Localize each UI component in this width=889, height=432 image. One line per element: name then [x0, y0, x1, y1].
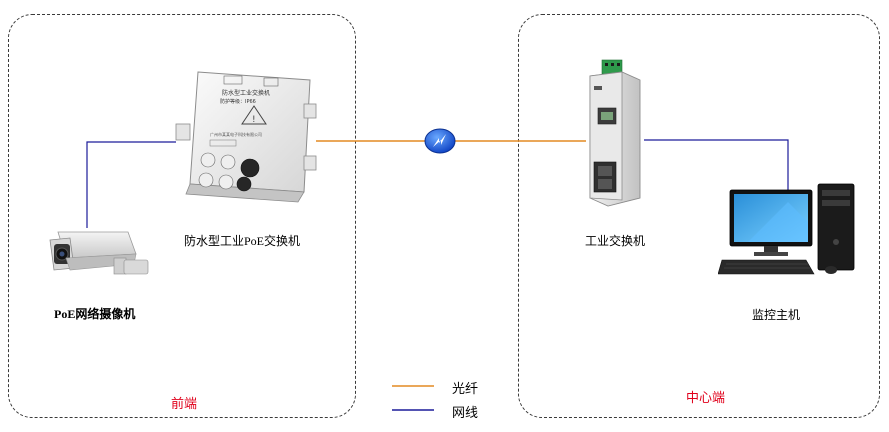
host-cable-line: [644, 139, 789, 190]
poe-switch-box-rating: 防护等级：IP66: [220, 98, 256, 105]
legend-cable-label: 网线: [452, 405, 479, 420]
legend-fiber-label: 光纤: [452, 381, 479, 396]
poe-camera-icon: [49, 231, 149, 275]
front-end-zone: [8, 14, 356, 418]
industrial-switch-icon: [589, 59, 641, 207]
svg-text:!: !: [252, 115, 256, 125]
poe-switch-box-title: 防水型工业交换机: [222, 89, 270, 97]
camera-cable-line: [86, 141, 176, 228]
front-zone-title: 前端: [171, 396, 198, 411]
center-zone-title: 中心端: [686, 390, 726, 405]
industrial-switch-label: 工业交换机: [585, 234, 646, 248]
center-end-zone: [518, 14, 880, 418]
camera-label: PoE网络摄像机: [54, 307, 136, 321]
monitoring-host-icon: [718, 183, 855, 275]
waterproof-poe-switch-icon: 防水型工业交换机 防护等级：IP66 ! 广州市某某电子科技有限公司: [175, 71, 317, 203]
poe-switch-box-maker: 广州市某某电子科技有限公司: [210, 131, 262, 137]
host-label: 监控主机: [752, 308, 801, 322]
fiber-link-icon: [424, 128, 456, 154]
poe-switch-label: 防水型工业PoE交换机: [184, 234, 301, 248]
